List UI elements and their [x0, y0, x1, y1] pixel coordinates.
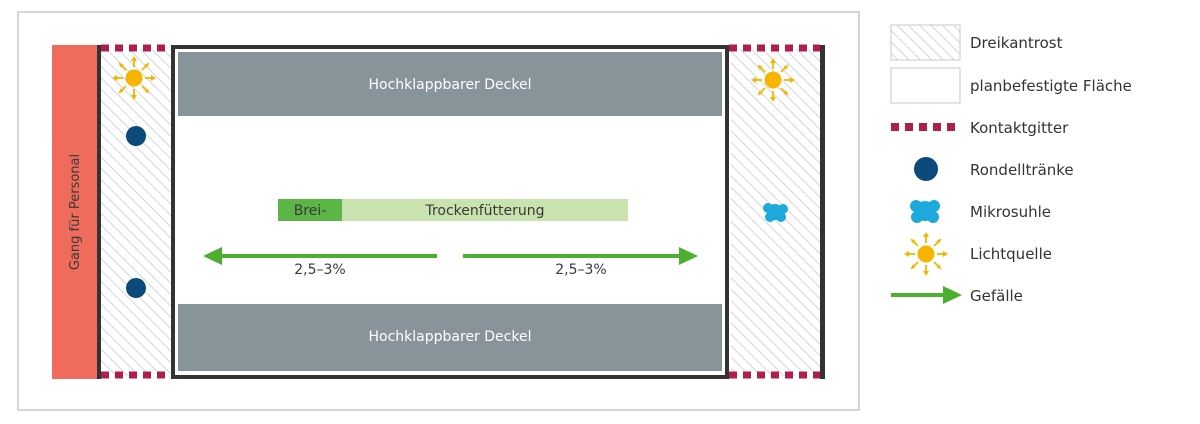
- legend-swatch-solid-floor: [890, 67, 961, 104]
- legend-wallow-icon: [910, 200, 940, 223]
- dry-feeding-bar: [342, 199, 628, 221]
- legend-label-solid-floor: planbefestigte Fläche: [970, 77, 1132, 95]
- light-source-right: [750, 57, 796, 103]
- mash-feeding-label: Brei-: [294, 203, 327, 219]
- wall-bottom: [171, 375, 729, 379]
- staff-aisle: [52, 45, 97, 379]
- lid-top-label: Hochklappbarer Deckel: [369, 77, 532, 93]
- inner-wall-left: [171, 45, 175, 379]
- dry-feeding-label: Trockenfütterung: [424, 203, 544, 219]
- round-drinker-top: [126, 126, 146, 146]
- slope-arrow-right: [463, 247, 698, 265]
- legend-label-contact-grid: Kontaktgitter: [970, 119, 1069, 137]
- pen-wall-left: [97, 45, 101, 379]
- legend-light-icon: [903, 231, 949, 277]
- legend-label-wallow: Mikrosuhle: [970, 203, 1051, 221]
- lid-bottom: [178, 304, 722, 371]
- legend-slope-arrow-icon: [891, 286, 962, 304]
- light-source-left: [111, 55, 157, 101]
- grate-area-left: [100, 49, 171, 376]
- legend: Dreikantrost planbefestigte Fläche Konta…: [890, 24, 1132, 305]
- legend-label-grate: Dreikantrost: [970, 34, 1063, 52]
- round-drinker-bottom: [126, 278, 146, 298]
- legend-label-light: Lichtquelle: [970, 245, 1052, 263]
- slope-arrow-left: [203, 247, 437, 265]
- pen-wall-right: [820, 45, 825, 379]
- legend-label-drinker: Rondelltränke: [970, 161, 1074, 179]
- legend-drinker-icon: [914, 157, 938, 181]
- slope-right-label: 2,5–3%: [555, 262, 606, 278]
- legend-swatch-grate: [890, 24, 961, 61]
- lid-bottom-label: Hochklappbarer Deckel: [369, 329, 532, 345]
- wall-top: [171, 45, 729, 49]
- mash-feeding-bar: [278, 199, 342, 221]
- inner-wall-right: [725, 45, 729, 379]
- slope-left-label: 2,5–3%: [294, 262, 345, 278]
- staff-aisle-label: Gang für Personal: [68, 154, 83, 270]
- lid-top: [178, 52, 722, 116]
- legend-label-slope: Gefälle: [970, 287, 1023, 305]
- micro-wallow: [763, 203, 788, 222]
